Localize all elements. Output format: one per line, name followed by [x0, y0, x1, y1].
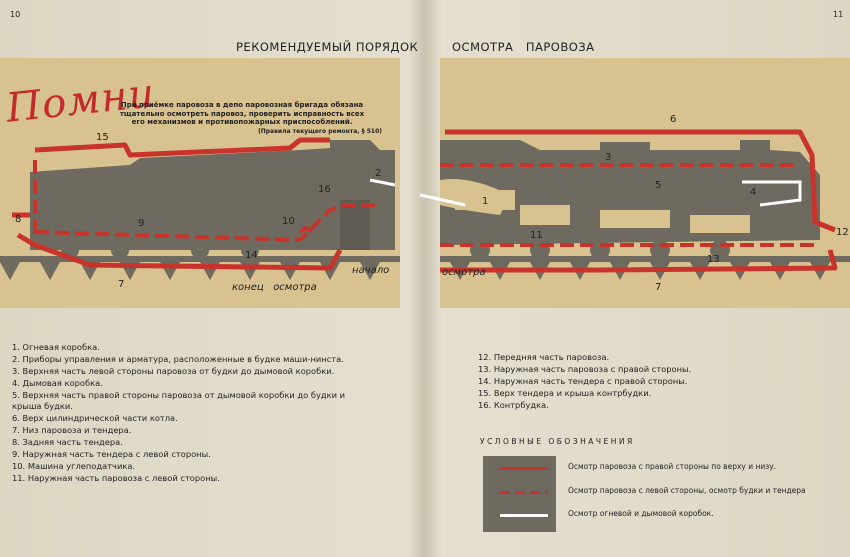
legend-line-solid — [500, 467, 548, 470]
list-item: 15. Верх тендера и крыша контрбудки. — [478, 388, 652, 398]
list-item: 14. Наружная часть тендера с правой стор… — [478, 376, 688, 386]
legend-line-dashed — [500, 491, 548, 494]
list-item: 10. Машина углеподатчика. — [12, 461, 136, 471]
label-start: начало — [352, 265, 389, 276]
label-16: 16 — [318, 184, 331, 195]
legend-label: Осмотр паровоза с правой стороны по верх… — [568, 462, 777, 471]
label-4: 4 — [750, 187, 756, 198]
route-left-dashed — [33, 160, 820, 247]
list-item: 9. Наружная часть тендера с левой сторон… — [12, 449, 211, 459]
label-12: 12 — [836, 227, 849, 238]
route-right-solid — [12, 129, 838, 273]
label-osmotra: осмотра — [442, 267, 486, 278]
list-item: 5. Верхняя часть правой стороны паровоза… — [12, 390, 346, 411]
remember-text: При приёмке паровоза в депо паровозная б… — [119, 101, 365, 126]
legend-label: Осмотр огневой и дымовой коробок. — [568, 509, 714, 518]
title-right: ОСМОТРА ПАРОВОЗА — [452, 40, 595, 54]
list-item: 4. Дымовая коробка. — [12, 378, 103, 388]
label-14: 14 — [245, 250, 258, 261]
legend-line-white — [500, 514, 548, 517]
list-item: 11. Наружная часть паровоза с левой стор… — [12, 473, 220, 483]
route-white — [369, 178, 802, 207]
page-number-right: 11 — [833, 10, 844, 19]
page-number-left: 10 — [10, 10, 21, 19]
title-left: РЕКОМЕНДУЕМЫЙ ПОРЯДОК — [236, 40, 419, 54]
label-end: конец осмотра — [232, 282, 317, 293]
list-item: 7. Низ паровоза и тендера. — [12, 425, 132, 435]
list-item: 12. Передняя часть паровоза. — [478, 352, 610, 362]
engine-silhouette — [440, 140, 820, 245]
label-11: 11 — [530, 230, 543, 241]
list-item: 16. Контрбудка. — [478, 400, 549, 410]
conventions-title: УСЛОВНЫЕ ОБОЗНАЧЕНИЯ — [480, 437, 635, 446]
label-6: 6 — [670, 114, 676, 125]
steps-list-right: 12. Передняя часть паровоза. 13. Наружна… — [478, 352, 828, 412]
steps-list-left: 1. Огневая коробка. 2. Приборы управлени… — [12, 342, 357, 485]
label-5: 5 — [655, 180, 661, 191]
label-7-left: 7 — [118, 279, 124, 290]
tender-silhouette — [30, 140, 395, 250]
label-1: 1 — [482, 196, 488, 207]
label-8: 8 — [15, 214, 21, 225]
label-3: 3 — [605, 152, 611, 163]
list-item: 1. Огневая коробка. — [12, 342, 100, 352]
label-13: 13 — [707, 254, 720, 265]
label-9: 9 — [138, 218, 144, 229]
list-item: 13. Наружная часть паровоза с правой сто… — [478, 364, 692, 374]
list-item: 6. Верх цилиндрической части котла. — [12, 413, 178, 423]
label-10: 10 — [282, 216, 295, 227]
locomotive-diagram: 15 2 16 8 9 10 14 7 начало конец осмотра… — [0, 114, 850, 293]
legend-label: Осмотр паровоза с левой стороны, осмотр … — [568, 486, 806, 495]
list-item: 3. Верхняя часть левой стороны паровоза … — [12, 366, 335, 376]
label-7-right: 7 — [655, 282, 661, 293]
list-item: 2. Приборы управления и арматура, распол… — [12, 354, 344, 364]
label-2: 2 — [375, 168, 381, 179]
remember-source: (Правила текущего ремонта, § 510) — [258, 128, 383, 135]
list-item: 8. Задняя часть тендера. — [12, 437, 123, 447]
label-15: 15 — [96, 132, 109, 143]
